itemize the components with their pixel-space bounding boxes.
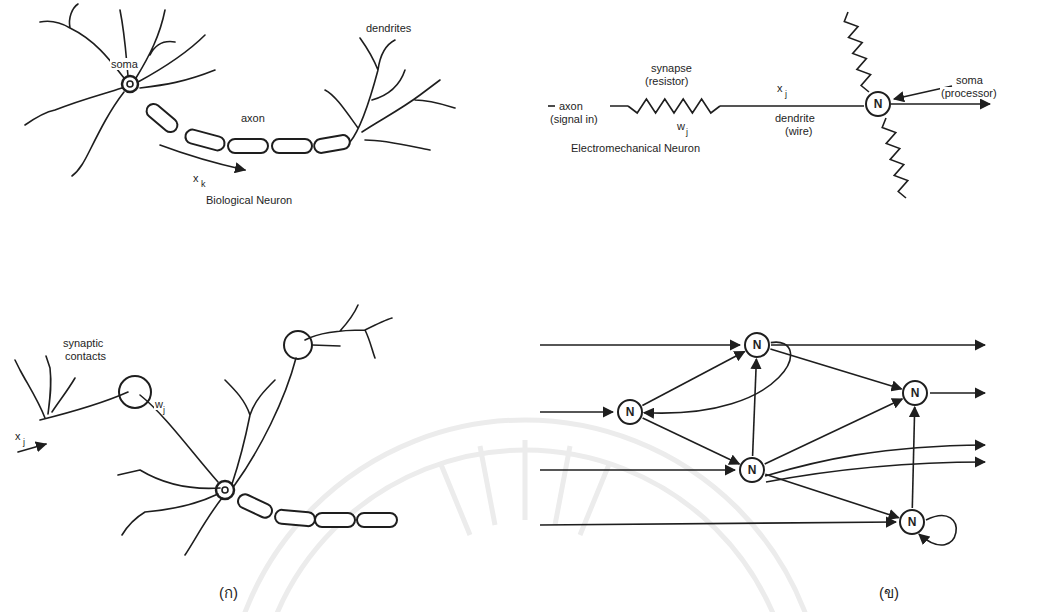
node-text: N [874, 98, 883, 111]
watermark [225, 420, 825, 612]
text-label: Biological Neuron [205, 194, 293, 206]
connection-arrow [770, 349, 901, 389]
connection-arrow [642, 352, 744, 406]
neuron-circle: N [739, 457, 765, 483]
text-label: x [776, 82, 784, 94]
node-text: N [626, 406, 635, 419]
text-label: j [784, 90, 788, 99]
text-label: synapse [650, 62, 693, 74]
connection-arrow [643, 418, 740, 464]
connection-arrow [765, 399, 903, 464]
text-label: (resistor) [644, 75, 689, 87]
neuron-circle: N [899, 509, 925, 535]
text-label: dendrite [774, 112, 816, 124]
node-text: N [911, 387, 920, 400]
biological-neuron [25, 4, 455, 176]
neuron-circle: N [744, 332, 770, 358]
text-label: (processor) [940, 87, 998, 99]
text-label: j [22, 438, 26, 447]
panel-label: (ก) [218, 585, 239, 601]
text-label: (signal in) [549, 113, 599, 125]
text-label: axon [240, 112, 266, 124]
node-text: N [748, 464, 757, 477]
text-label: synaptic [62, 337, 104, 349]
text-label: j [162, 406, 166, 415]
neuron-circle: N [617, 399, 643, 425]
text-label: contacts [64, 350, 107, 362]
neuron-circle: N [902, 380, 928, 406]
text-label: dendrites [365, 22, 412, 34]
text-label: Electromechanical Neuron [570, 142, 701, 154]
biological-neuron-synapses [15, 305, 397, 555]
text-label: (wire) [784, 125, 814, 137]
resistor-symbol [882, 118, 908, 198]
resistor-symbol [628, 99, 720, 113]
text-label: axon [558, 100, 584, 112]
neuron-circle: N [865, 91, 891, 117]
text-label: x [14, 430, 22, 442]
connection-arrow [644, 342, 791, 413]
panel-label: (ข) [878, 585, 900, 601]
node-text: N [908, 516, 917, 529]
text-label: x [192, 172, 200, 184]
resistor-symbol [844, 12, 870, 92]
connection-arrow [765, 474, 898, 517]
connection-arrow [753, 359, 757, 456]
text-label: k [200, 180, 207, 189]
text-label: soma [955, 74, 984, 86]
text-label: soma [110, 58, 139, 70]
node-text: N [753, 339, 762, 352]
network-io-lines [540, 345, 985, 525]
connection-arrow [912, 407, 914, 508]
text-label: j [685, 128, 689, 137]
electromechanical-neuron [548, 86, 990, 106]
